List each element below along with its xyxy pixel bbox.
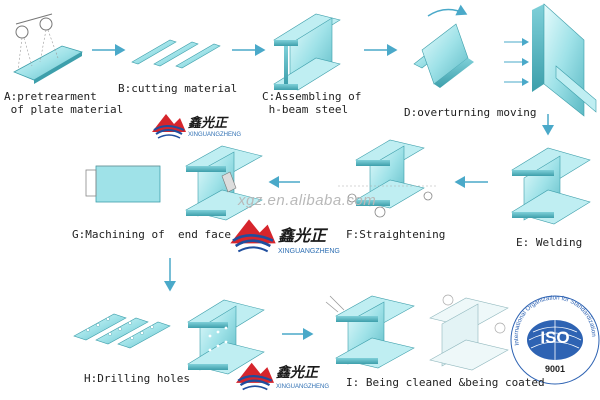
step-f-straightening-icon <box>338 139 436 218</box>
watermark: xgz.en.alibaba.com <box>238 192 377 209</box>
step-g-label: G:Machining of end face <box>72 228 231 241</box>
step-h-drilled-beam-icon <box>187 299 265 375</box>
step-d-overturn-icon <box>413 4 474 88</box>
step-e-welding-icon <box>511 147 591 225</box>
step-g-machining-icon <box>85 145 263 221</box>
step-h-label: H:Drilling holes <box>84 372 190 385</box>
iso-mark: ISO <box>540 328 570 347</box>
brand-mountain-icon <box>230 219 276 253</box>
step-f-label: F:Straightening <box>346 228 446 241</box>
brand-chinese-name: 鑫光正 <box>188 116 228 131</box>
brand-logo-bottom: 鑫光正 XINGUANGZHENG <box>236 356 336 396</box>
step-i-cleaning-beam-icon <box>325 295 415 369</box>
step-a-label: A:pretrearment of plate material <box>4 90 124 116</box>
step-a-plate-icon <box>13 13 83 84</box>
step-h-perforated-plates-icon <box>73 313 171 349</box>
brand-english-name: XINGUANGZHENG <box>276 384 330 390</box>
step-i-coated-beam-icon <box>429 294 509 371</box>
step-i-label: I: Being cleaned &being coated <box>346 376 545 389</box>
step-d-label: D:overturning moving <box>404 106 537 119</box>
step-d-upright-beam-icon <box>532 3 597 117</box>
step-b-strips-icon <box>131 39 221 69</box>
brand-logo-center: 鑫光正 XINGUANGZHENG <box>230 212 342 262</box>
brand-mountain-icon <box>152 114 186 139</box>
arrows-into-e <box>504 38 529 86</box>
brand-mountain-icon <box>236 362 274 391</box>
step-b-label: B:cutting material <box>118 82 238 95</box>
step-c-hbeam-icon <box>273 13 341 91</box>
step-e-label: E: Welding <box>516 236 583 249</box>
brand-english-name: XINGUANGZHENG <box>278 248 340 255</box>
step-c-label: C:Assembling of h-beam steel <box>262 90 362 116</box>
brand-english-name: XINGUANGZHENG <box>188 132 242 138</box>
iso-standard: 9001 <box>544 364 566 374</box>
brand-logo-top: 鑫光正 XINGUANGZHENG <box>152 108 252 142</box>
brand-chinese-name: 鑫光正 <box>278 226 327 245</box>
brand-chinese-name: 鑫光正 <box>276 365 318 381</box>
